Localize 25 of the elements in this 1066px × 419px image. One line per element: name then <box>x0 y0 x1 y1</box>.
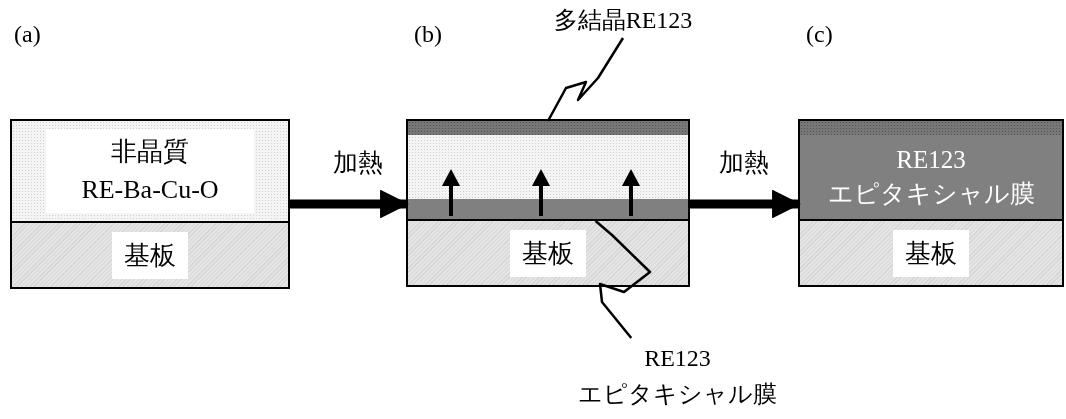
panel-label: (a) <box>14 22 41 46</box>
process-arrow <box>690 189 801 219</box>
leader-line <box>546 37 625 122</box>
panel-label: (b) <box>414 22 442 46</box>
layer-label: 非晶質 RE-Ba-Cu-O <box>46 129 254 213</box>
polycrystal-layer <box>800 121 1062 135</box>
epitaxial-film-layer <box>408 199 688 221</box>
layer-label: 基板 <box>112 231 188 279</box>
layer-label: RE123 エピタキシャル膜 <box>826 145 1036 209</box>
callout-label: 多結晶RE123 <box>553 6 693 35</box>
substrate-layer <box>800 221 1062 285</box>
layered-sample <box>10 119 290 289</box>
layered-sample <box>406 119 690 287</box>
layer-label: 基板 <box>510 229 586 277</box>
layer-label: 基板 <box>893 229 969 277</box>
callout-label: RE123 エピタキシャル膜 <box>578 344 777 409</box>
substrate-layer <box>12 223 288 287</box>
layered-sample <box>798 119 1064 287</box>
substrate-layer <box>408 221 688 285</box>
panel-label: (c) <box>806 22 833 46</box>
leader-line <box>594 220 652 339</box>
amorphous-film-layer <box>12 121 288 223</box>
process-arrow <box>290 189 409 219</box>
epitaxial-film-layer <box>800 135 1062 221</box>
polycrystal-layer <box>408 121 688 135</box>
